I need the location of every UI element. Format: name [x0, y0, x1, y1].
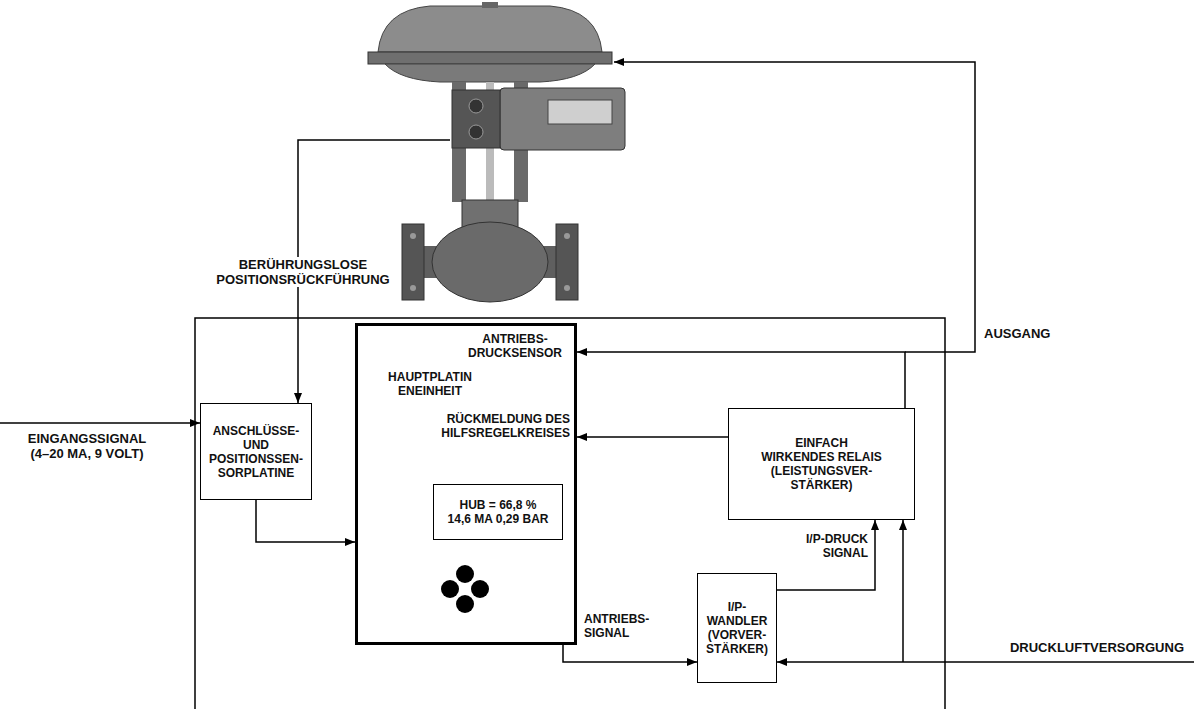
edge-label: ANTRIEBS- SIGNAL: [582, 612, 654, 640]
signal-connector: [577, 436, 728, 438]
positioner: [469, 125, 483, 139]
valve-body: [410, 285, 416, 291]
keypad-dots: [441, 565, 489, 613]
valve-body: [564, 285, 570, 291]
node-text: I/P- WANDLER (VORVER- STÄRKER): [702, 600, 772, 656]
signal-connector: [577, 352, 905, 408]
edge-label: I/P-DRUCK SIGNAL: [776, 532, 870, 560]
valve-body: [410, 233, 416, 239]
valve-actuator: [368, 52, 612, 64]
signal-lines: [777, 661, 1194, 663]
node-text: ANSCHLÜSSE- UND POSITIONSSEN- SORPLATINE: [205, 424, 307, 480]
housing-outline: [195, 318, 945, 709]
valve-actuator: [385, 64, 595, 82]
signal-lines: [614, 62, 975, 352]
keypad-dots: [456, 565, 474, 583]
valve-actuator: [368, 2, 612, 82]
positioner: [548, 100, 612, 124]
node-text: EINFACH WIRKENDES RELAIS (LEISTUNGSVER- …: [759, 436, 885, 492]
output-label: AUSGANG: [982, 326, 1082, 341]
keypad-dots: [441, 580, 459, 598]
valve-actuator: [482, 2, 498, 8]
valve-body: [556, 224, 578, 300]
ip-converter: I/P- WANDLER (VORVER- STÄRKER): [697, 573, 777, 683]
signal-connector: [777, 520, 875, 590]
signal-connector: [256, 500, 355, 542]
supply-label: DRUCKLUFTVERSORGUNG: [950, 640, 1186, 655]
node-text: HUB = 66,8 % 14,6 MA 0,29 BAR: [439, 498, 557, 526]
positioner: [452, 90, 500, 148]
signal-lines: [0, 62, 1194, 662]
connector-board: ANSCHLÜSSE- UND POSITIONSSEN- SORPLATINE: [200, 403, 312, 500]
node-text: ANTRIEBS- DRUCKSENSOR: [460, 332, 570, 360]
keypad-dots: [456, 595, 474, 613]
relay-box: EINFACH WIRKENDES RELAIS (LEISTUNGSVER- …: [728, 408, 915, 520]
signal-lines: [0, 422, 200, 424]
signal-lines: [902, 520, 904, 662]
input-signal-label: EINGANGSSIGNAL (4–20 MA, 9 VOLT): [20, 431, 154, 461]
signal-connector: [563, 645, 697, 662]
keypad-dots: [471, 580, 489, 598]
valve-body: [402, 224, 424, 300]
node-text: RÜCKMELDUNG DES HILFSREGELKREISES: [422, 412, 570, 440]
positioner: [452, 88, 625, 150]
valve-body: [402, 200, 578, 302]
positioner: [500, 88, 625, 150]
node-text: HAUPTPLATIN ENEINHEIT: [378, 370, 482, 398]
feedback-label: BERÜHRUNGSLOSE POSITIONSRÜCKFÜHRUNG: [210, 257, 396, 287]
main-board: HUB = 66,8 % 14,6 MA 0,29 BAR HAUPTPLATIN…: [355, 323, 577, 645]
housing-outline: [195, 318, 945, 709]
valve-body: [564, 233, 570, 239]
valve-actuator: [378, 6, 602, 52]
valve-body: [432, 222, 548, 302]
display-readout: HUB = 66,8 % 14,6 MA 0,29 BAR: [433, 484, 563, 540]
positioner: [469, 99, 483, 113]
